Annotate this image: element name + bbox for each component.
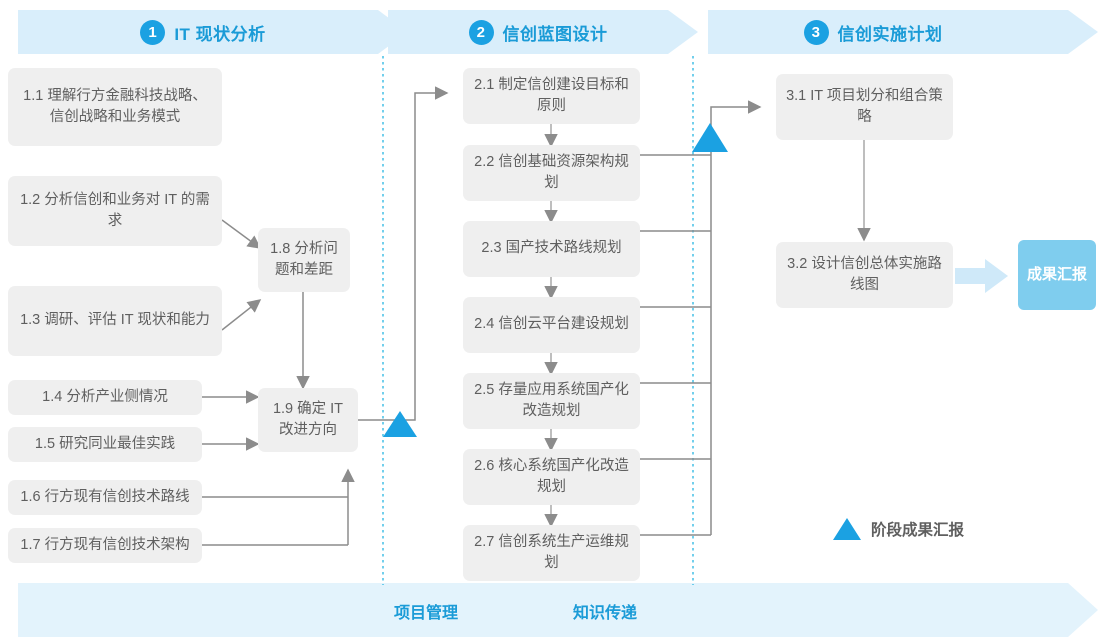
process-box-1-1[interactable]: 1.1 理解行方金融科技战略、信创战略和业务模式: [8, 68, 222, 146]
bottom-band-shape: [18, 583, 1098, 637]
phase-header-3[interactable]: 3 信创实施计划: [708, 10, 1038, 54]
process-box-2-1[interactable]: 2.1 制定信创建设目标和原则: [463, 68, 640, 124]
result-fat-arrow-icon: [955, 259, 1008, 293]
legend-label: 阶段成果汇报: [871, 522, 965, 539]
process-box-1-2[interactable]: 1.2 分析信创和业务对 IT 的需求: [8, 176, 222, 246]
legend-milestone: 阶段成果汇报: [833, 518, 964, 540]
phase-2-number: 2: [468, 19, 494, 45]
result-box[interactable]: 成果汇报: [1018, 240, 1096, 310]
bus-to-3-1: [710, 100, 762, 535]
process-box-2-7[interactable]: 2.7 信创系统生产运维规划: [463, 525, 640, 581]
phase-header-1[interactable]: 1 IT 现状分析: [18, 10, 388, 54]
bottom-label-project-management[interactable]: 项目管理: [394, 605, 459, 622]
phase-3-number: 3: [803, 19, 829, 45]
process-box-3-2[interactable]: 3.2 设计信创总体实施路线图: [776, 242, 953, 308]
milestone-triangle-phase2: [692, 123, 728, 152]
process-box-2-2[interactable]: 2.2 信创基础资源架构规划: [463, 145, 640, 201]
process-box-1-9[interactable]: 1.9 确定 IT 改进方向: [258, 388, 358, 452]
process-box-3-1[interactable]: 3.1 IT 项目划分和组合策略: [776, 74, 953, 140]
process-box-1-7[interactable]: 1.7 行方现有信创技术架构: [8, 528, 202, 563]
connector-1-3-to-1-8: [221, 299, 262, 331]
process-box-2-5[interactable]: 2.5 存量应用系统国产化改造规划: [463, 373, 640, 429]
connector-1-2-to-1-8: [221, 219, 262, 249]
process-box-1-4[interactable]: 1.4 分析产业侧情况: [8, 380, 202, 415]
phase-2-title: 信创蓝图设计: [502, 24, 608, 44]
bottom-label-knowledge-transfer[interactable]: 知识传递: [573, 605, 638, 622]
phase2-to-3-bus: [640, 100, 762, 536]
triangle-icon: [833, 518, 861, 540]
process-box-2-3[interactable]: 2.3 国产技术路线规划: [463, 221, 640, 277]
connector-1-9-to-2-1: [358, 86, 449, 421]
phase-1-title: IT 现状分析: [174, 24, 266, 44]
process-box-2-4[interactable]: 2.4 信创云平台建设规划: [463, 297, 640, 353]
phase-header-2[interactable]: 2 信创蓝图设计: [388, 10, 688, 54]
phase-1-number: 1: [140, 19, 166, 45]
process-box-1-6[interactable]: 1.6 行方现有信创技术路线: [8, 480, 202, 515]
process-box-1-5[interactable]: 1.5 研究同业最佳实践: [8, 427, 202, 462]
process-box-2-6[interactable]: 2.6 核心系统国产化改造规划: [463, 449, 640, 505]
milestone-triangle-phase1: [383, 411, 417, 437]
phase1-connectors: [202, 86, 449, 546]
process-box-1-3[interactable]: 1.3 调研、评估 IT 现状和能力: [8, 286, 222, 356]
phase-3-title: 信创实施计划: [837, 24, 943, 44]
process-box-1-8[interactable]: 1.8 分析问题和差距: [258, 228, 350, 292]
